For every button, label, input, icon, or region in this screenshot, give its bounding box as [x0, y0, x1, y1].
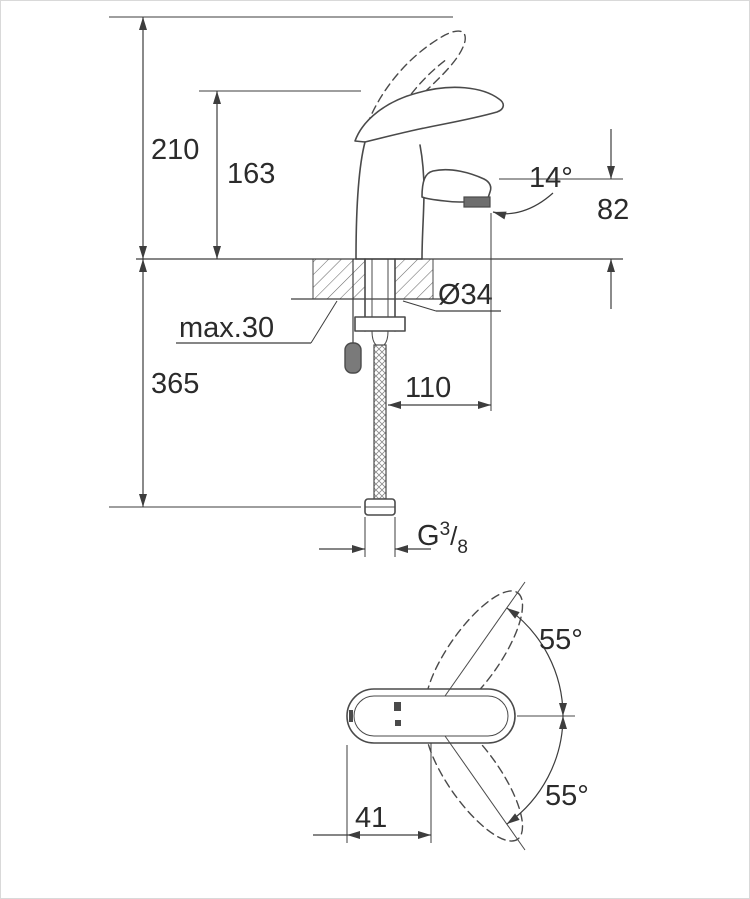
- mounting-shank: [354, 258, 406, 332]
- dim-41: 41: [313, 743, 432, 843]
- dim-thread-g38: G3/8: [319, 517, 468, 558]
- below-deck-parts: [344, 258, 406, 516]
- body-plan-outer: [346, 688, 516, 744]
- dimensions-side-view: 210 163 365 82 14° Ø34: [109, 16, 629, 558]
- dim-55-down: 55°: [506, 715, 589, 825]
- deck-section: [291, 259, 447, 300]
- label-dim-14deg: 14°: [529, 162, 573, 194]
- dimensions-top-view: 55° 55° 41: [313, 607, 589, 843]
- body-plan-center-mark-1: [394, 702, 401, 711]
- label-dim-163: 163: [227, 158, 275, 190]
- label-thread-size: G3/8: [417, 519, 468, 558]
- label-dim-55-up: 55°: [539, 624, 583, 656]
- dim-14deg: 14°: [492, 162, 573, 220]
- body-plan-left-mark: [349, 710, 353, 722]
- mounting-nut: [354, 316, 406, 332]
- label-dim-max30: max.30: [179, 312, 274, 344]
- label-dim-210: 210: [151, 134, 199, 166]
- dim-diameter-34: Ø34: [402, 279, 501, 312]
- label-dim-82: 82: [597, 194, 629, 226]
- aerator: [463, 196, 491, 208]
- dim-55-up: 55°: [506, 607, 583, 717]
- swing-axis-down: [444, 735, 526, 851]
- swing-axis-up: [444, 581, 526, 697]
- handle-outline: [354, 86, 505, 143]
- faucet-body-outline: [355, 141, 425, 260]
- label-dim-o34: Ø34: [438, 279, 493, 311]
- label-dim-365: 365: [151, 368, 199, 400]
- top-view-drawing: [346, 581, 575, 851]
- dim-max-30: max.30: [176, 300, 338, 344]
- pull-rod: [344, 259, 362, 374]
- pull-rod-knob: [344, 342, 362, 374]
- flex-hose: [364, 330, 396, 516]
- label-dim-41: 41: [355, 802, 387, 834]
- dim-210: 210: [109, 16, 453, 259]
- spout-outline: [421, 168, 492, 203]
- body-plan-center-mark-2: [395, 720, 401, 726]
- label-dim-110: 110: [405, 372, 451, 404]
- dim-365: 365: [109, 259, 361, 508]
- dim-110: 110: [388, 213, 492, 411]
- dim-82: 82: [499, 129, 629, 309]
- dim-163: 163: [199, 90, 361, 259]
- deck-hatch-right: [395, 259, 433, 299]
- deck-hatch-left: [313, 259, 365, 299]
- side-view-drawing: [354, 30, 505, 260]
- label-dim-55-down: 55°: [545, 780, 589, 812]
